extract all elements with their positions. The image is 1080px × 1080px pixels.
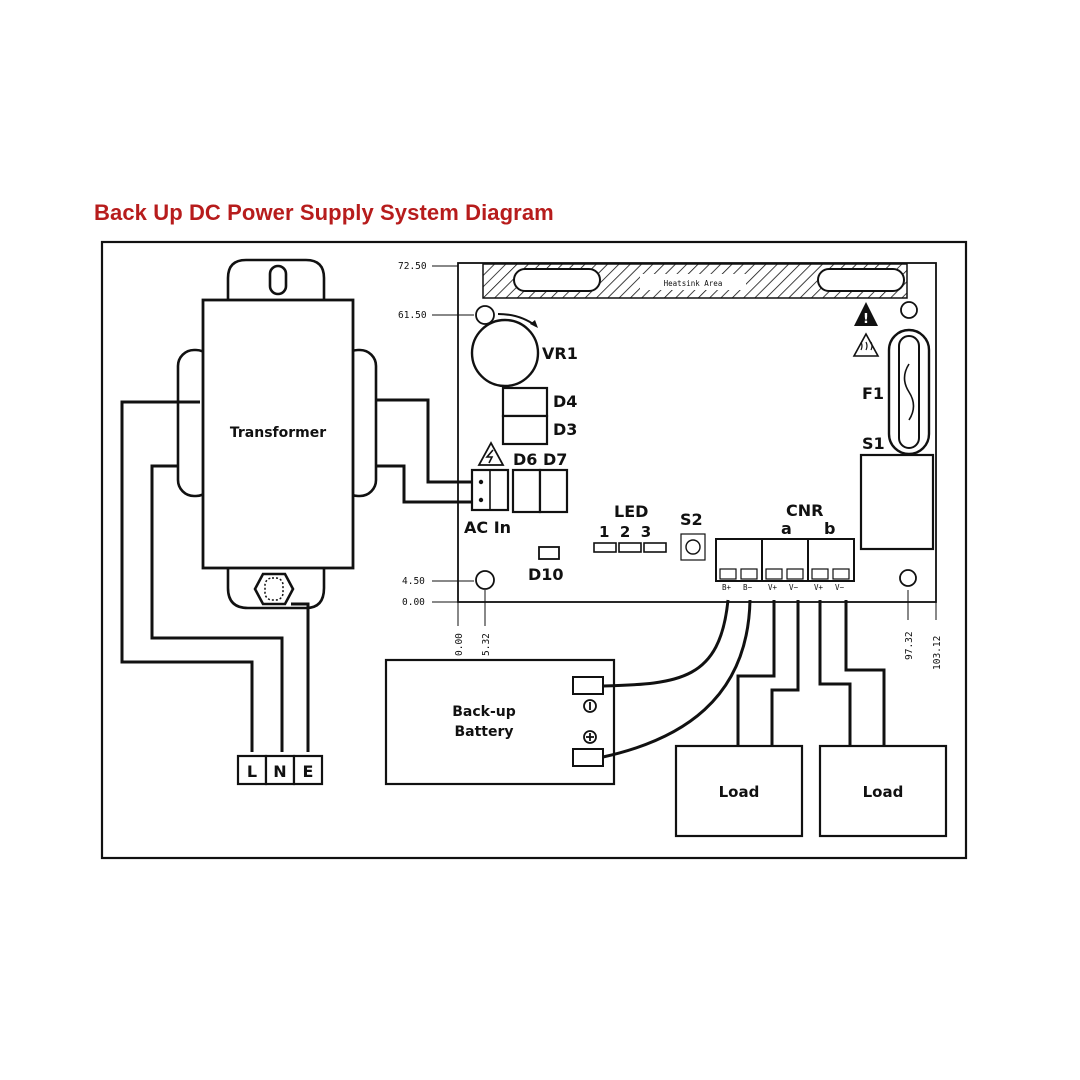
d7-diode [538, 468, 569, 514]
ac-in-screw-2 [478, 497, 484, 503]
secondary-wires [376, 398, 478, 504]
wire-b-plus [602, 599, 752, 759]
s1-label: S1 [862, 434, 885, 453]
d10-diode [538, 546, 560, 560]
ac-in-label: AC In [464, 518, 511, 537]
battery-label-line1: Back-up [452, 704, 516, 720]
mains-terminal-n [264, 754, 296, 786]
d3-diode [501, 414, 549, 446]
vr1-potentiometer [470, 318, 540, 388]
diagram-title: Back Up DC Power Supply System Diagram [94, 200, 554, 225]
wire-n [150, 464, 284, 752]
wire-a-v-minus [770, 600, 800, 746]
load-wires [736, 600, 886, 746]
terminal-b-minus-label: B− [743, 583, 753, 592]
terminal-a-v-plus-label: V+ [768, 583, 778, 592]
dim-x-0-00: 0.00 [454, 633, 465, 656]
transformer-label: Transformer [230, 425, 326, 441]
hot-surface-waves-icon [860, 341, 873, 351]
warning-icon-mark: ! [863, 312, 869, 327]
d6-diode [511, 468, 542, 514]
led-2 [618, 542, 642, 553]
hazard-bolt-icon [485, 449, 494, 464]
vr1-arrowhead-icon [530, 320, 538, 328]
mounting-hole-bottom-left [475, 570, 495, 590]
s1-switch [859, 453, 935, 551]
load-1 [674, 744, 804, 838]
transformer-core [201, 298, 355, 570]
mounting-hole-top-right [900, 301, 918, 319]
s2-button [685, 539, 701, 555]
outer-frame [100, 240, 968, 860]
terminal-b-v-minus-label: V− [835, 583, 845, 592]
terminal-n-label: N [273, 762, 286, 781]
load-2-label: Load [863, 783, 904, 801]
mains-wires [120, 400, 310, 752]
wire-ac-1 [376, 398, 478, 484]
warning-icon [854, 302, 878, 326]
wire-b-v-plus [818, 600, 852, 746]
load-1-label: Load [719, 783, 760, 801]
load-2 [818, 744, 948, 838]
battery-wires [602, 599, 752, 759]
cable-gland-grip [264, 577, 284, 601]
d4-label: D4 [553, 392, 577, 411]
wire-e [291, 602, 310, 752]
wire-b-v-minus [844, 600, 886, 746]
heatsink-slot-right [817, 268, 905, 292]
battery-positive-terminal [572, 748, 604, 767]
hot-surface-icon [852, 332, 880, 357]
heatsink-label: Heatsink Area [664, 279, 723, 288]
dim-y-61-50: 61.50 [398, 310, 427, 321]
wire-a-v-plus [736, 600, 776, 746]
f1-label: F1 [862, 384, 884, 403]
heatsink-slot-left [513, 268, 601, 292]
ac-in-screw-1 [478, 479, 484, 485]
mains-terminal-e [292, 754, 324, 786]
led-label: LED [614, 502, 648, 521]
terminal-l-label: L [247, 762, 257, 781]
s2-switch [680, 533, 706, 561]
led-numbers: 1 2 3 [599, 523, 651, 541]
mounting-hole-bottom-right [899, 569, 917, 587]
led-3 [643, 542, 667, 553]
battery-negative-terminal [572, 676, 604, 695]
s2-label: S2 [680, 510, 703, 529]
battery-label-line2: Battery [454, 724, 513, 740]
transformer-mount-slot [268, 264, 288, 296]
d4-diode [501, 386, 549, 418]
d10-label: D10 [528, 565, 564, 584]
transformer [176, 258, 378, 610]
terminal-b-plus-label: B+ [722, 583, 732, 592]
dim-x-103-12: 103.12 [932, 636, 943, 670]
f1-fuse-element [903, 363, 915, 421]
dim-y-0-00: 0.00 [402, 597, 425, 608]
dim-y-72-50: 72.50 [398, 261, 427, 272]
cnr-a-label: a [781, 519, 792, 538]
dim-x-97-32: 97.32 [904, 631, 915, 660]
electrical-hazard-icon [477, 441, 505, 466]
d3-label: D3 [553, 420, 577, 439]
cnr-b-label: b [824, 519, 835, 538]
y-dimension-lines [432, 265, 937, 626]
vr1-label: VR1 [542, 344, 578, 363]
terminal-b-v-plus-label: V+ [814, 583, 824, 592]
wire-ac-2 [376, 464, 478, 504]
dim-x-5-32: 5.32 [481, 633, 492, 656]
dim-y-4-50: 4.50 [402, 576, 425, 587]
terminal-e-label: E [303, 762, 314, 781]
cnr-label: CNR [786, 501, 823, 520]
terminal-a-v-minus-label: V− [789, 583, 799, 592]
pcb-outline [457, 262, 937, 603]
cnr-terminal-slots [719, 568, 850, 580]
heatsink-label-bg [640, 274, 746, 290]
wire-l [120, 400, 254, 752]
d6-d7-label: D6 D7 [513, 450, 567, 469]
led-1 [593, 542, 617, 553]
wire-b-minus [602, 599, 730, 688]
mains-terminal-block: L N E [236, 754, 324, 786]
mounting-hole-top-left [475, 305, 495, 325]
